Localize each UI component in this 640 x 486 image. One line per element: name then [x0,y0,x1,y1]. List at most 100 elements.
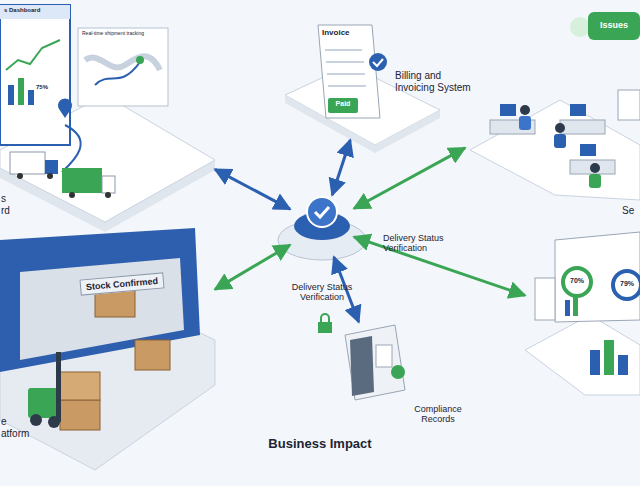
safe-door [350,336,374,396]
wheel [17,173,23,179]
gauge [563,268,591,296]
check-badge [369,53,387,71]
person-head [555,123,565,133]
dashboard-screen [0,5,70,145]
line-label: Delivery Status Verification [272,282,372,303]
person-head [590,163,600,173]
person-body [519,116,531,130]
wheel [105,192,111,198]
check-badge [391,365,405,379]
connector [332,140,350,195]
invoice-line [326,61,364,63]
check-mark [315,207,329,217]
safe-body [345,325,405,400]
monitor [500,104,516,116]
invoice-paper [318,25,380,118]
billing-node: InvoicePaidBilling and Invoicing System [300,20,440,140]
check-mark [373,59,383,66]
node-text: Invoice [322,28,362,37]
truck-cab [102,176,115,193]
node-text: s rd [1,193,15,216]
node-text: s Dashboard [4,7,68,14]
diagram-title: Business Impact [220,437,420,452]
chart-bar [618,355,628,375]
hub-node: Delivery Status Verification [290,195,354,257]
node-text: Real-time shipment tracking [82,31,166,37]
connector [215,169,290,209]
invoice-line [327,73,365,75]
node-text: Issues [592,20,636,30]
invoice-line [325,49,362,51]
node-text: Billing and Invoicing System [395,70,480,93]
location-pin [58,98,72,118]
wheel [47,173,53,179]
connector [354,148,465,209]
analytics-node: 70% 79% [525,235,640,395]
node-text: e atform [1,416,37,439]
chart-bar [573,295,578,316]
gauge [613,271,640,299]
box [60,400,100,430]
person-head [520,105,530,115]
platform-top [525,315,640,395]
chart-bar [28,90,34,105]
truck-body [62,168,102,193]
chart-bar [8,85,14,105]
chart-bar [18,78,24,105]
forklift-mast [56,352,61,422]
monitor [580,144,596,156]
wheel [48,416,60,428]
compliance-node: Compliance Records [340,322,408,402]
monitor [570,104,586,116]
box [60,372,100,400]
box [135,340,170,370]
person-body [554,134,566,148]
lock-shackle [321,314,329,322]
map-route [95,62,140,85]
paid-badge [328,98,358,113]
person-body [589,174,601,188]
chart-bar [565,300,570,316]
dashboard-header [0,5,70,19]
service-node: IssuesSe [465,0,640,200]
chart-bar [590,350,600,375]
invoice-line [328,85,366,87]
chart-line [6,40,60,70]
desk [560,120,605,134]
phone-icon [570,17,590,37]
node-text: Se [622,205,640,217]
warehouse-wall [0,228,200,372]
platform-top [470,100,640,200]
side-screen [535,278,555,320]
connector [215,245,290,289]
node-text: Compliance Records [398,404,478,425]
hub-badge [307,197,337,227]
map-land [85,56,160,70]
wheel [30,414,42,426]
node-text: Paid [328,100,358,108]
wheel [69,192,75,198]
wall-screen [618,90,640,120]
lock-icon [318,322,332,333]
truck-cab [45,160,58,174]
dashboard-node: s DashboardReal-time shipment tracking 75… [0,0,215,225]
chart-bar [604,340,614,375]
node-text: Stock Confirmed [79,272,164,296]
node-text: 75% [36,84,66,91]
node-text: 70% [565,277,589,285]
map-pin [136,56,144,64]
node-text: 79% [615,280,639,288]
truck-route [62,125,81,172]
speech-bubble [588,12,640,40]
desk [570,160,615,174]
connector [354,237,525,295]
document [376,345,392,367]
map-panel [78,28,168,106]
warehouse-node: Stock Confirmed e atform [0,228,215,478]
truck-body [10,152,45,174]
